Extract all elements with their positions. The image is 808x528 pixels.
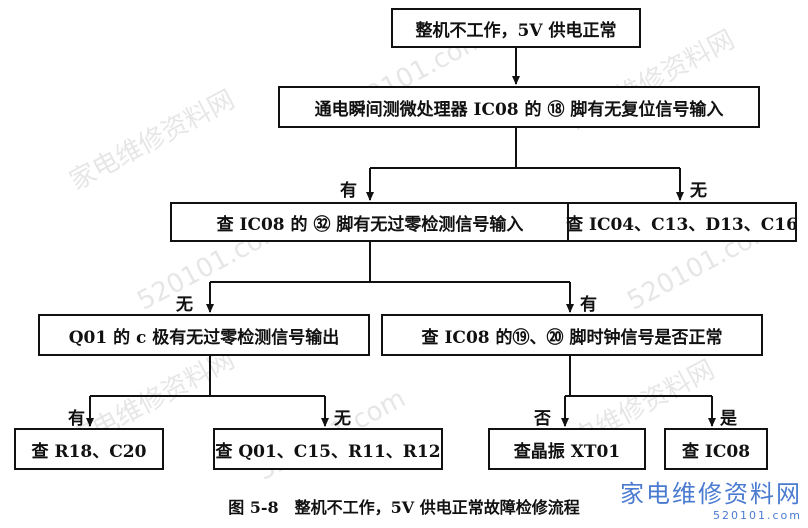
box-ic08: 查 IC08 <box>664 428 768 470</box>
brand-title: 家电维修资料网 <box>620 480 802 508</box>
box-r18: 查 R18、C20 <box>14 428 164 470</box>
label-no-ic04: 无 <box>690 181 707 201</box>
box-xt01: 查晶振 XT01 <box>488 428 646 470</box>
label-no-xt01: 否 <box>534 409 551 429</box>
figure-caption: 图 5-8 整机不工作，5V 供电正常故障检修流程 <box>228 498 580 517</box>
label-no-q01: 无 <box>176 295 193 315</box>
box-reset-check: 通电瞬间测微处理器 IC08 的 ⑱ 脚有无复位信号输入 <box>278 86 760 128</box>
label-no-q01b: 无 <box>334 409 351 429</box>
box-start: 整机不工作，5V 供电正常 <box>391 8 641 48</box>
label-yes-clock: 有 <box>580 295 597 315</box>
box-ic04: 查 IC04、C13、D13、C16 <box>566 202 798 242</box>
box-clock-check: 查 IC08 的⑲、⑳ 脚时钟信号是否正常 <box>381 314 763 356</box>
label-yes-r18: 有 <box>68 409 85 429</box>
label-yes-ic08: 是 <box>720 409 737 429</box>
brand-logo: 家电维修资料网 520101.com <box>620 474 802 522</box>
box-q01-check: Q01 的 c 极有无过零检测信号输出 <box>38 314 370 356</box>
box-zero-check: 查 IC08 的 ㉜ 脚有无过零检测信号输入 <box>170 202 570 242</box>
label-yes-zero: 有 <box>340 181 357 201</box>
box-q01b: 查 Q01、C15、R11、R12 <box>213 428 443 470</box>
brand-url: 520101.com <box>713 509 802 522</box>
